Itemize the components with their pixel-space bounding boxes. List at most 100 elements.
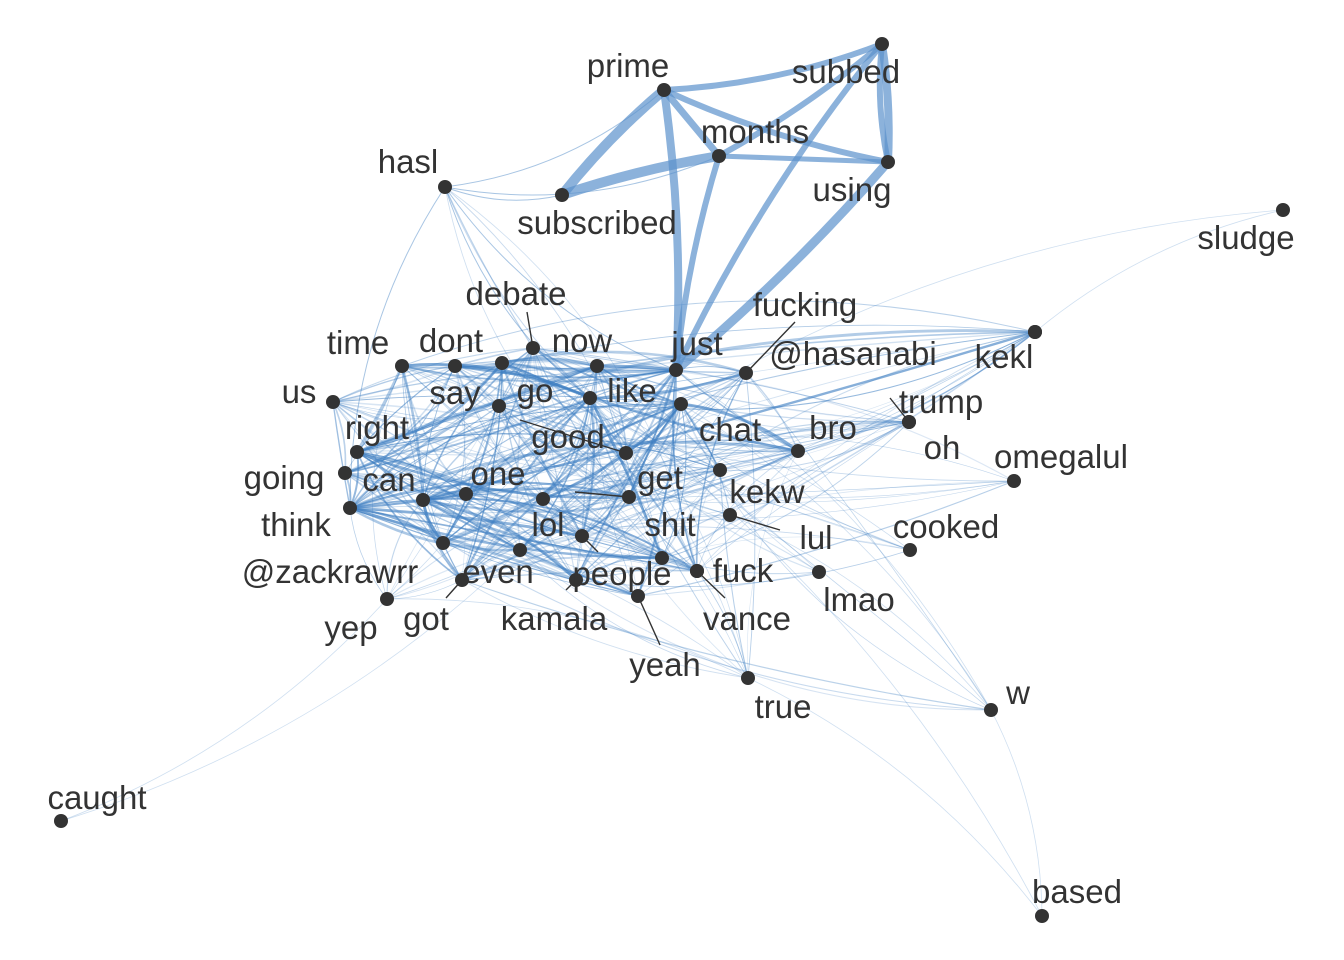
label-now: now	[552, 322, 613, 359]
edge-just-people	[581, 369, 677, 537]
edge-one-fuck	[465, 493, 698, 572]
edge-can-debate	[422, 347, 534, 501]
edge-us-even	[332, 401, 521, 551]
edge-months-subbed	[716, 41, 885, 159]
edge-omegalul-go	[498, 405, 1015, 482]
edge-lul-can	[422, 499, 731, 529]
node-us	[326, 395, 340, 409]
label-kamala: kamala	[501, 600, 608, 637]
edge-oh-debate	[532, 347, 910, 423]
edge-say-bro	[500, 361, 800, 453]
edge-time-good	[401, 365, 627, 454]
edge-vance-kekw	[695, 469, 721, 572]
node-going	[338, 466, 352, 480]
edge-kekl-even	[519, 331, 1036, 551]
edge-omegalul-right	[356, 451, 1015, 504]
edge-can-hasanabi	[421, 330, 1037, 502]
label-get: get	[637, 459, 683, 496]
edge-lul-shit	[661, 514, 731, 559]
label-kekw: kekw	[729, 473, 804, 510]
edge-now-going	[344, 365, 598, 474]
edge-us-debate	[332, 347, 534, 403]
node-just	[669, 363, 683, 377]
edge-kekw-hasanabi	[719, 331, 1036, 471]
node-based	[1035, 909, 1049, 923]
edge-oh-lol	[542, 421, 910, 500]
edge-say-people	[500, 361, 584, 538]
edge-now-think	[348, 364, 599, 510]
edge-months-just	[673, 153, 722, 373]
edge-dont-us	[332, 365, 456, 403]
edge-chat-zackrawrr	[442, 403, 682, 544]
edge-trump-kamala	[575, 421, 910, 581]
edge-prime-subbed	[661, 41, 885, 93]
edge-right-shit	[356, 451, 663, 559]
edge-hasl-shit	[444, 186, 663, 559]
node-go	[492, 399, 506, 413]
node-chat	[674, 397, 688, 411]
label-debate: debate	[466, 275, 567, 312]
edge-like-people	[580, 396, 596, 538]
edge-just-can	[422, 369, 677, 501]
edge-got-debate	[461, 347, 534, 581]
edge-zackrawrr-kamala	[442, 542, 577, 581]
node-get	[622, 490, 636, 504]
edge-get-kamala	[575, 496, 630, 581]
edge-dont-got	[454, 365, 467, 581]
edge-say-hasanabi	[501, 324, 1036, 364]
edge-kekw-bro	[719, 450, 799, 471]
edge-like-zackrawrr	[441, 396, 592, 545]
node-prime	[657, 83, 671, 97]
edge-vance-good	[625, 452, 698, 572]
edge-vance-lol	[542, 498, 698, 572]
edge-just-good	[624, 368, 678, 455]
edge-think-fucking	[349, 372, 747, 509]
edge-think-hasanabi	[349, 331, 1036, 509]
edge-dont-going	[344, 365, 456, 474]
edge-true-fuck	[696, 570, 749, 679]
edge-people-fuck	[581, 535, 698, 572]
edge-lmao-lol	[542, 498, 820, 575]
edge-shit-got	[461, 554, 663, 581]
edge-cooked-kamala	[575, 549, 911, 588]
node-fucking	[739, 366, 753, 380]
edge-right-fuck	[356, 451, 698, 572]
edge-one-debate	[465, 347, 534, 495]
edge-true-bro	[747, 450, 799, 679]
node-caught	[54, 814, 68, 828]
edge-like-shit	[588, 396, 664, 560]
edge-oh-get	[628, 421, 910, 498]
label-w: w	[1005, 674, 1030, 711]
node-debate	[526, 341, 540, 355]
label-subscribed: subscribed	[517, 204, 677, 241]
label-cooked: cooked	[893, 508, 999, 545]
edge-lol-fucking	[542, 372, 747, 500]
edge-true-like	[589, 397, 749, 679]
node-lol	[536, 492, 550, 506]
edge-dont-shit	[454, 365, 663, 559]
node-think	[343, 501, 357, 515]
edge-cooked-debate	[532, 347, 911, 551]
edge-go-get	[498, 405, 630, 498]
edge-shit-kamala	[575, 557, 663, 581]
label-kekl: kekl	[975, 338, 1034, 375]
edge-good-people	[581, 452, 627, 537]
edge-dont-lol	[454, 365, 544, 500]
label-one: one	[470, 455, 525, 492]
label-even: even	[462, 553, 534, 590]
edge-cooked-time	[401, 365, 911, 551]
edge-zackrawrr-bro	[442, 450, 799, 544]
label-right: right	[345, 409, 409, 446]
edge-dont-debate	[454, 347, 534, 367]
edge-zackrawrr-people	[442, 535, 583, 548]
edge-one-fucking	[465, 372, 747, 495]
edge-one-shit	[465, 493, 663, 559]
edge-just-think	[349, 369, 677, 509]
edge-kekl-think	[349, 331, 1036, 514]
edge-vance-right	[356, 451, 698, 572]
edge-oh-even	[519, 420, 910, 551]
edge-layer-strong	[557, 40, 893, 375]
edge-yep-go	[386, 405, 500, 600]
edge-vance-got	[461, 570, 698, 581]
edge-w-chat	[680, 403, 992, 711]
